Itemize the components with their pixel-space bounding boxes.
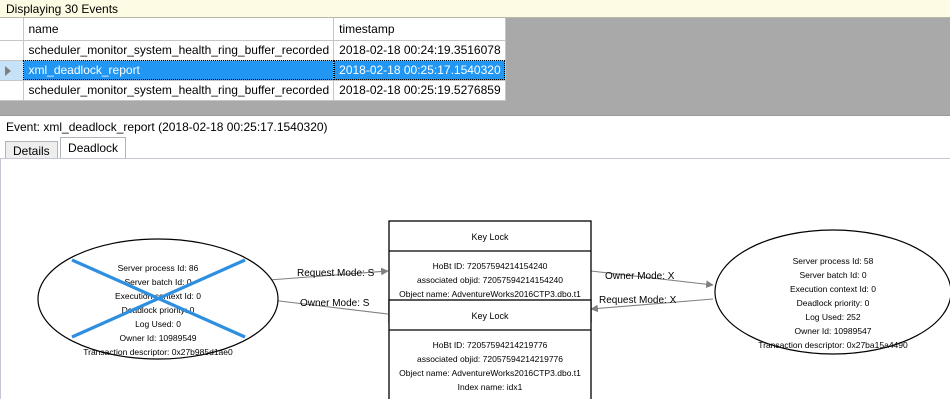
resource-top-title: Key Lock bbox=[471, 232, 509, 242]
left-line-1: Server batch Id: 0 bbox=[124, 277, 191, 287]
resource-top-line-0: HoBt ID: 72057594214154240 bbox=[433, 261, 548, 271]
current-row-arrow-icon bbox=[5, 65, 11, 76]
right-line-4: Log Used: 252 bbox=[805, 312, 861, 322]
process-ellipse-right[interactable] bbox=[714, 229, 950, 355]
tab-details[interactable]: Details bbox=[5, 141, 58, 159]
resource-bottom-line-1: associated objid: 72057594214219776 bbox=[417, 354, 563, 364]
row-selector[interactable] bbox=[0, 40, 24, 61]
table-row[interactable]: scheduler_monitor_system_health_ring_buf… bbox=[0, 40, 506, 61]
resource-box-bottom[interactable] bbox=[388, 299, 592, 399]
edge-left-owner-label: Owner Mode: S bbox=[300, 298, 370, 309]
resource-bottom-title: Key Lock bbox=[471, 311, 509, 321]
right-line-3: Deadlock priority: 0 bbox=[797, 298, 870, 308]
deadlock-graph: Request Mode: S Owner Mode: X Owner Mode… bbox=[37, 220, 950, 399]
grid-header-row: name timestamp bbox=[0, 18, 506, 41]
cell-timestamp[interactable]: 2018-02-18 00:25:17.1540320 bbox=[333, 60, 506, 81]
event-detail-header-label: Event: xml_deadlock_report (2018-02-18 0… bbox=[6, 120, 328, 134]
table-row-selected[interactable]: xml_deadlock_report 2018-02-18 00:25:17.… bbox=[0, 60, 506, 81]
edge-left-request-label: Request Mode: S bbox=[297, 268, 375, 279]
left-line-0: Server process Id: 86 bbox=[118, 263, 199, 273]
row-selector[interactable] bbox=[0, 80, 24, 101]
column-header-name[interactable]: name bbox=[23, 18, 335, 41]
table-row[interactable]: scheduler_monitor_system_health_ring_buf… bbox=[0, 80, 506, 101]
cell-name[interactable]: scheduler_monitor_system_health_ring_buf… bbox=[23, 80, 335, 101]
right-line-0: Server process Id: 58 bbox=[793, 256, 874, 266]
resource-top-line-1: associated objid: 72057594214154240 bbox=[417, 275, 563, 285]
events-banner-label: Displaying 30 Events bbox=[6, 2, 119, 16]
detail-tabstrip: Details Deadlock bbox=[0, 137, 950, 159]
right-line-6: Transaction descriptor: 0x27ba15a4490 bbox=[758, 340, 908, 350]
resource-top-line-2: Object name: AdventureWorks2016CTP3.dbo.… bbox=[399, 289, 581, 299]
left-line-5: Owner Id: 10989549 bbox=[119, 333, 196, 343]
right-line-5: Owner Id: 10989547 bbox=[794, 326, 871, 336]
cell-timestamp[interactable]: 2018-02-18 00:24:19.3516078 bbox=[333, 40, 506, 61]
process-node-right[interactable]: Server process Id: 58 Server batch Id: 0… bbox=[714, 229, 950, 355]
column-header-selector bbox=[0, 18, 24, 41]
right-line-2: Execution context Id: 0 bbox=[790, 284, 876, 294]
edge-left-request: Request Mode: S bbox=[268, 267, 389, 281]
resource-bottom-line-0: HoBt ID: 72057594214219776 bbox=[433, 340, 548, 350]
edge-right-owner: Owner Mode: X bbox=[590, 270, 714, 289]
left-line-3: Deadlock priority: 0 bbox=[122, 305, 195, 315]
edge-left-owner: Owner Mode: S bbox=[270, 297, 389, 315]
left-line-4: Log Used: 0 bbox=[135, 319, 181, 329]
deadlock-victim-cross-icon bbox=[71, 258, 246, 339]
cell-timestamp[interactable]: 2018-02-18 00:25:19.5276859 bbox=[333, 80, 506, 101]
events-banner: Displaying 30 Events bbox=[0, 0, 950, 18]
right-line-1: Server batch Id: 0 bbox=[799, 270, 866, 280]
cell-name[interactable]: xml_deadlock_report bbox=[23, 60, 335, 81]
edge-right-owner-label: Owner Mode: X bbox=[605, 271, 675, 282]
resource-node-bottom[interactable]: Key Lock HoBt ID: 72057594214219776 asso… bbox=[388, 299, 592, 399]
row-selector[interactable] bbox=[0, 60, 24, 81]
edge-right-request: Request Mode: X bbox=[590, 295, 714, 313]
events-grid[interactable]: name timestamp scheduler_monitor_system_… bbox=[0, 18, 506, 101]
cell-name[interactable]: scheduler_monitor_system_health_ring_buf… bbox=[23, 40, 335, 61]
process-node-left[interactable]: Server process Id: 86 Server batch Id: 0… bbox=[37, 238, 279, 360]
events-grid-area: name timestamp scheduler_monitor_system_… bbox=[0, 18, 950, 115]
left-line-6: Transaction descriptor: 0x27b985d1ae0 bbox=[83, 347, 233, 357]
tab-deadlock[interactable]: Deadlock bbox=[60, 137, 127, 158]
deadlock-diagram-panel[interactable]: Request Mode: S Owner Mode: X Owner Mode… bbox=[0, 158, 950, 399]
edge-right-request-label: Request Mode: X bbox=[599, 295, 677, 306]
left-line-2: Execution context Id: 0 bbox=[115, 291, 201, 301]
column-header-timestamp[interactable]: timestamp bbox=[333, 18, 506, 41]
resource-bottom-line-2: Object name: AdventureWorks2016CTP3.dbo.… bbox=[399, 368, 581, 378]
event-detail-header: Event: xml_deadlock_report (2018-02-18 0… bbox=[0, 115, 950, 137]
resource-bottom-line-3: Index name: idx1 bbox=[458, 382, 523, 392]
